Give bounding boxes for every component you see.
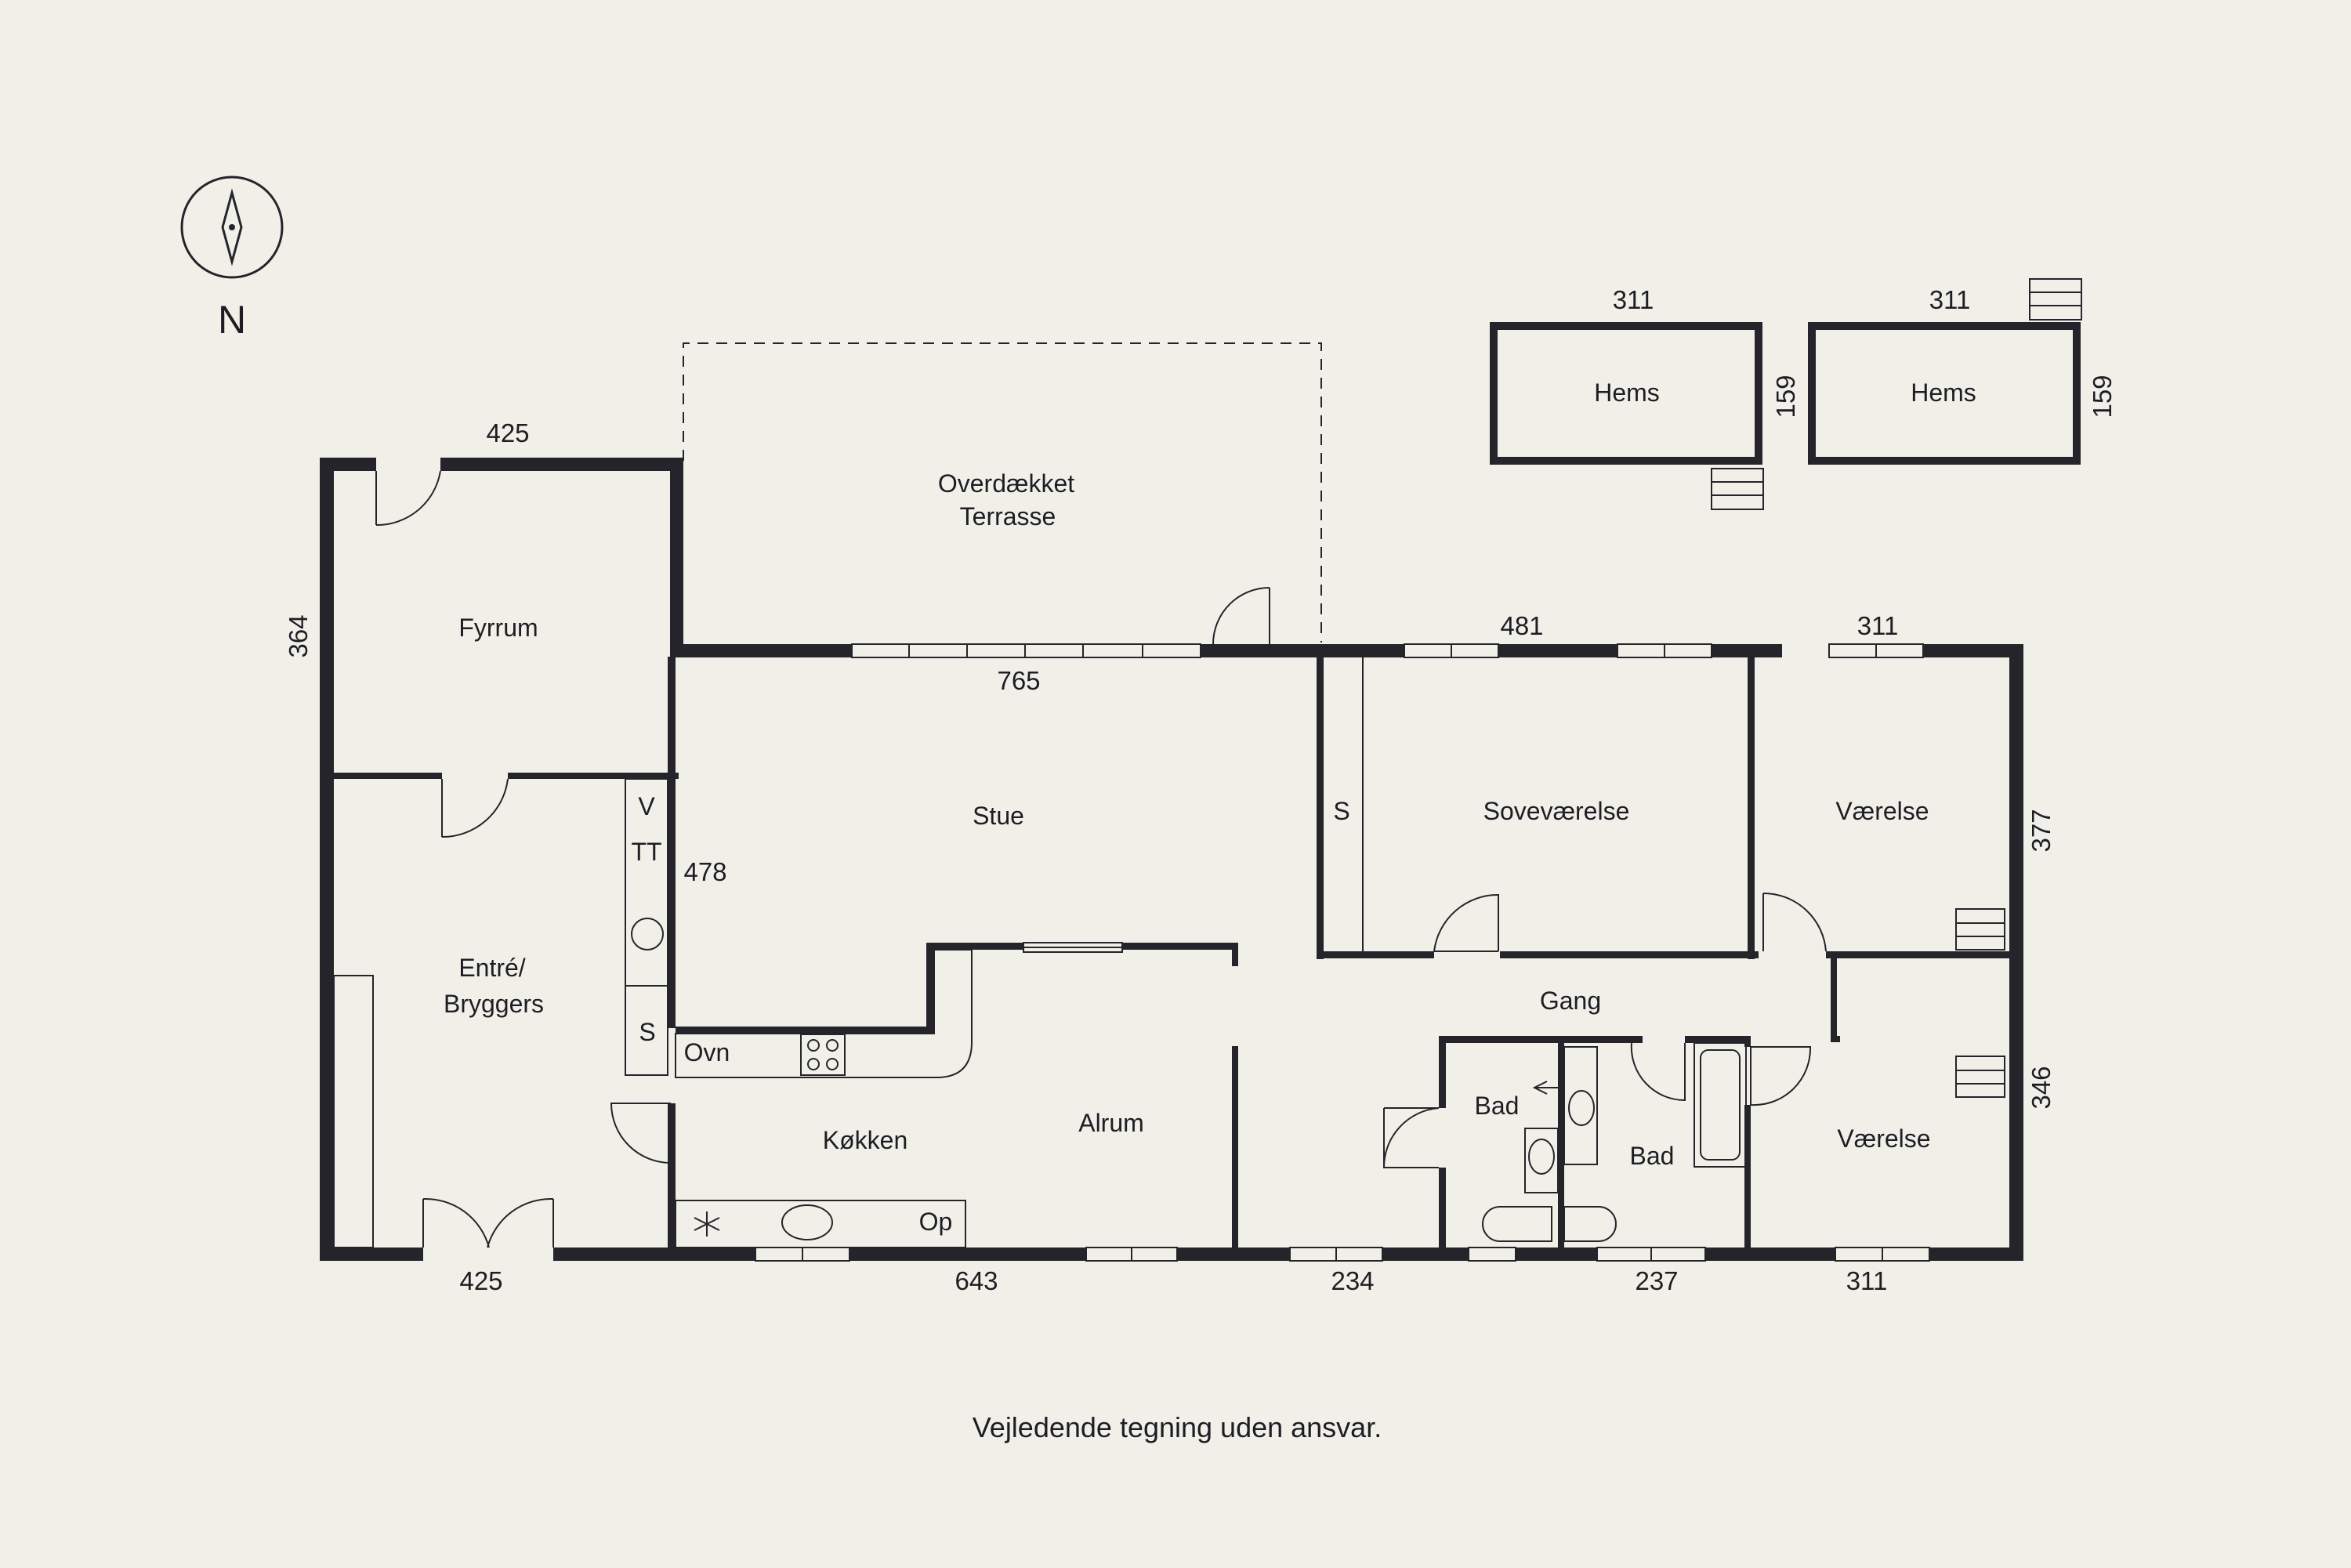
fixture-label-s-entre: S	[639, 1018, 655, 1046]
washbasin-icon-entre	[631, 918, 664, 951]
fixture-label-s-sovevaerelse: S	[1333, 797, 1349, 825]
kitchen-counters	[675, 949, 973, 1248]
room-label-fyrrum: Fyrrum	[458, 614, 538, 642]
doors	[375, 470, 1827, 1248]
fixture-labels: V TT S S Ovn Op	[631, 792, 1350, 1236]
compass-needle-icon	[221, 188, 243, 266]
dimension-labels: 425 364 765 478 481 311 377 346 425 643 …	[284, 285, 2117, 1295]
stair-icon	[1711, 468, 1764, 510]
covered-terrace-outline	[683, 342, 1322, 643]
compass-north-label: N	[218, 298, 246, 342]
dim-right-346: 346	[2027, 1066, 2056, 1109]
room-label-hems-2: Hems	[1911, 378, 1976, 407]
toilet-icon-2	[1563, 1206, 1617, 1242]
shower-icon	[1532, 1081, 1559, 1095]
room-label-hems-1: Hems	[1594, 378, 1660, 407]
dim-hems2-width: 311	[1929, 285, 1971, 314]
fixture-label-op: Op	[919, 1208, 953, 1236]
hems-lofts	[1490, 278, 2082, 510]
room-label-alrum: Alrum	[1078, 1109, 1144, 1137]
snowflake-icon	[694, 1211, 720, 1237]
dim-hems1-height: 159	[1771, 375, 1800, 418]
room-label-bryggers: Bryggers	[444, 990, 544, 1018]
dim-top-fyrrum: 425	[486, 418, 529, 447]
dim-bottom-234: 234	[1331, 1266, 1374, 1295]
dim-top-481: 481	[1500, 611, 1543, 640]
room-label-terrasse: Terrasse	[960, 502, 1056, 531]
room-label-bad-2: Bad	[1630, 1142, 1675, 1170]
fixture-label-v: V	[638, 792, 655, 820]
fixture-label-ovn: Ovn	[684, 1038, 730, 1066]
toilet-icon	[1482, 1206, 1552, 1242]
stair-icon-2	[2029, 278, 2082, 320]
interior-walls	[334, 657, 2009, 1250]
room-label-vaerelse-1: Værelse	[1835, 797, 1929, 825]
dim-right-377: 377	[2027, 809, 2056, 852]
dim-bottom-311: 311	[1846, 1266, 1888, 1295]
room-label-vaerelse-2: Værelse	[1837, 1124, 1930, 1153]
windows	[755, 643, 2005, 1262]
dim-hems1-width: 311	[1613, 285, 1654, 314]
dim-left-fyrrum: 364	[284, 614, 313, 657]
stove-icon	[800, 1034, 846, 1076]
dim-bottom-237: 237	[1635, 1266, 1678, 1295]
dim-bottom-643: 643	[955, 1266, 998, 1295]
fixture-label-tt: TT	[631, 838, 661, 866]
kitchen-sink-icon	[781, 1204, 833, 1240]
room-label-overdaekket: Overdækket	[938, 469, 1074, 498]
room-label-sovevaerelse: Soveværelse	[1483, 797, 1630, 825]
dim-bottom-425: 425	[459, 1266, 502, 1295]
partitions	[333, 657, 1364, 1248]
bath-fixtures	[1482, 1042, 1747, 1242]
dim-hems2-height: 159	[2088, 375, 2117, 418]
dim-top-311: 311	[1857, 611, 1899, 640]
room-label-entre: Entré/	[458, 954, 525, 982]
disclaimer-text: Vejledende tegning uden ansvar.	[973, 1411, 1382, 1443]
exterior-walls	[320, 458, 2023, 1261]
room-label-stue: Stue	[973, 802, 1024, 830]
room-label-bad-1: Bad	[1475, 1092, 1520, 1120]
dim-inner-478: 478	[683, 857, 726, 886]
dim-stue-width: 765	[997, 666, 1040, 695]
room-labels: Overdækket Terrasse Fyrrum Stue Entré/ B…	[444, 378, 1976, 1170]
room-label-koekken: Køkken	[823, 1126, 907, 1154]
compass: N	[180, 176, 284, 342]
washbasin-icon	[1568, 1090, 1595, 1126]
bathtub-icon	[1694, 1042, 1747, 1168]
room-label-gang: Gang	[1540, 987, 1601, 1015]
washbasin-icon-2	[1528, 1139, 1555, 1175]
